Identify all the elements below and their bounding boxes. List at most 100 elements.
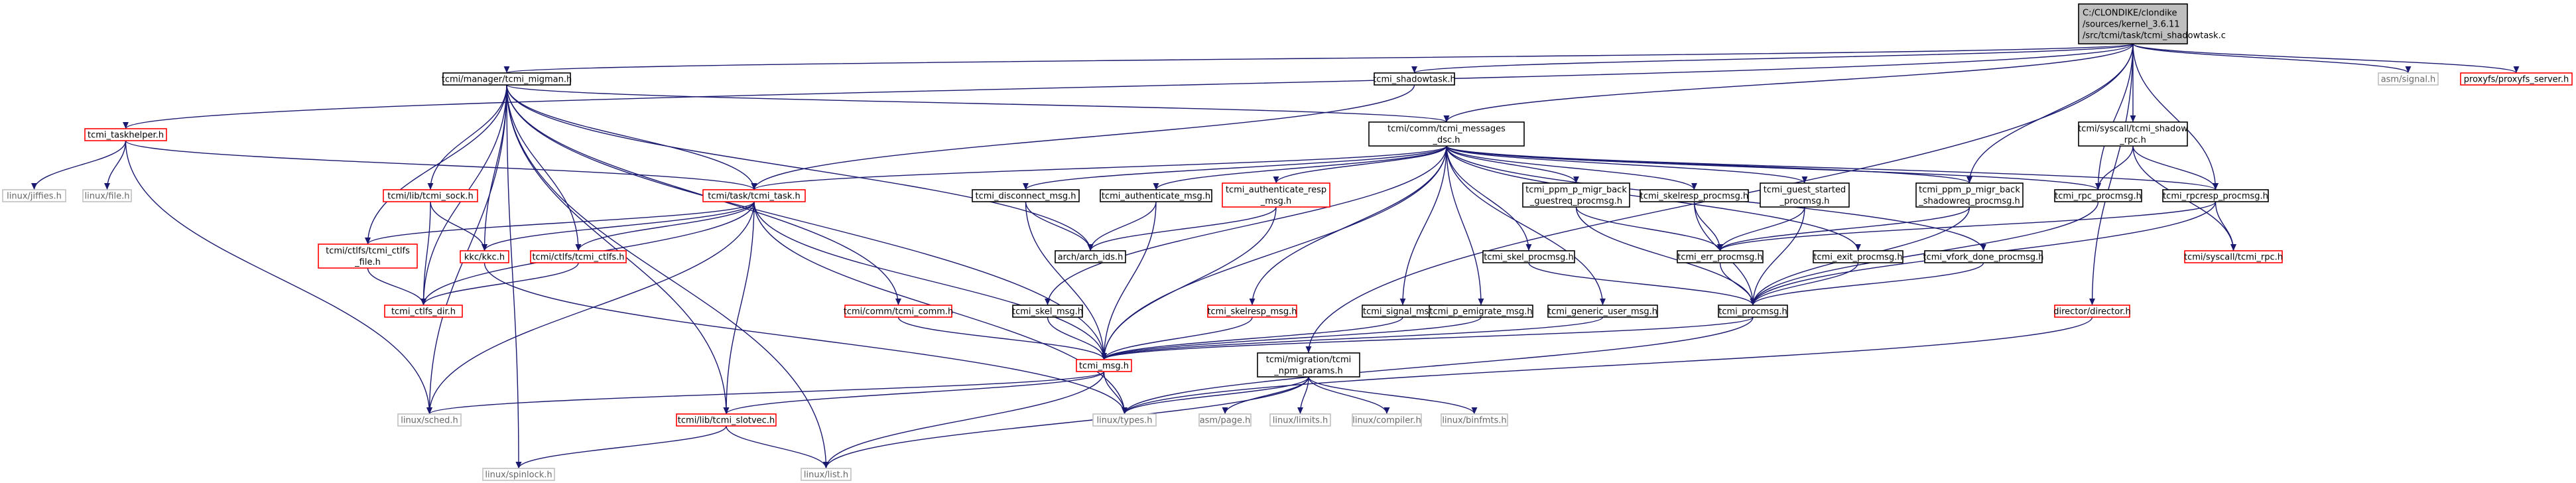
- node-box: [1269, 413, 1331, 427]
- node-sched: linux/sched.h: [397, 413, 462, 427]
- node-migman[interactable]: tcmi/manager/tcmi_migman.h: [442, 72, 572, 86]
- node-rpc-procmsg[interactable]: tcmi_rpc_procmsg.h: [2054, 189, 2142, 202]
- edge-shadowtask_h-to-tcmi_task: [751, 84, 1415, 190]
- node-guest-started[interactable]: tcmi_guest_started_procmsg.h: [1760, 182, 1850, 208]
- edge-auth_resp-to-tcmi_msg: [1101, 206, 1277, 360]
- node-box: [1222, 182, 1330, 208]
- node-tcmi-sock[interactable]: tcmi/lib/tcmi_sock.h: [383, 189, 478, 202]
- edge-tcmi_sock-to-kkc: [430, 201, 487, 251]
- node-messages-dsc[interactable]: tcmi/comm/tcmi_messages_dsc.h: [1368, 121, 1525, 147]
- edge-messages_dsc-to-auth_resp: [1273, 145, 1447, 184]
- node-ppm-guestreq[interactable]: tcmi_ppm_p_migr_back_guestreq_procmsg.h: [1522, 182, 1630, 208]
- edge-npm_params-to-binfmts: [1308, 376, 1478, 415]
- edge-messages_dsc-to-disconnect: [1023, 145, 1447, 190]
- node-arch-ids[interactable]: arch/arch_ids.h: [1055, 250, 1126, 263]
- edge-npm_params-to-limits: [1297, 376, 1309, 415]
- node-label: tcmi_err_procmsg.h: [1677, 253, 1762, 263]
- node-shadowtask-h[interactable]: tcmi_shadowtask.h: [1373, 72, 1456, 86]
- edge-npm_params-to-list: [823, 376, 1309, 469]
- node-label: tcmi/lib/tcmi_sock.h: [387, 192, 474, 202]
- node-box: [1915, 182, 2024, 208]
- edge-tcmi_msg-to-types: [1103, 371, 1127, 415]
- edge-tcmi_msg-to-slotvec: [723, 371, 1105, 415]
- node-ppm-shadowreq[interactable]: tcmi_ppm_p_migr_back_shadowreq_procmsg.h: [1915, 182, 2024, 208]
- edge-signal_msg-to-tcmi_msg: [1101, 316, 1403, 360]
- node-label: _shadowreq_procmsg.h: [1918, 196, 2020, 206]
- node-box: [844, 305, 952, 318]
- node-p-emigrate[interactable]: tcmi_p_emigrate_msg.h: [1429, 305, 1533, 318]
- node-ctlfs[interactable]: tcmi/ctlfs/tcmi_ctlfs.h: [530, 250, 627, 263]
- node-skel-msg[interactable]: tcmi_skel_msg.h: [1012, 305, 1083, 318]
- node-syscall-rpc[interactable]: tcmi/syscall/tcmi_rpc.h: [2184, 250, 2283, 263]
- node-box: [2184, 250, 2283, 263]
- node-label: tcmi_authenticate_msg.h: [1102, 192, 1210, 202]
- node-auth-resp[interactable]: tcmi_authenticate_resp_msg.h: [1222, 182, 1330, 208]
- edge-root-to-migman: [504, 43, 2134, 74]
- node-signal-msg[interactable]: tcmi_signal_msg.h: [1362, 305, 1444, 318]
- node-box: [2460, 72, 2573, 86]
- node-vfork[interactable]: tcmi_vfork_done_procmsg.h: [1923, 250, 2044, 263]
- node-box: [1374, 72, 1455, 86]
- node-box: [1100, 189, 1212, 202]
- node-box: [383, 189, 478, 202]
- node-asm-page: asm/page.h: [1198, 413, 1252, 427]
- edge-taskhelper-to-sched: [125, 140, 432, 415]
- node-label: tcmi_skelresp_msg.h: [1207, 307, 1297, 317]
- edge-npm_params-to-types: [1122, 376, 1309, 415]
- node-skel-proc[interactable]: tcmi_skel_procmsg.h: [1482, 250, 1575, 263]
- edge-authenticate-to-tcmi_msg: [1101, 201, 1157, 360]
- node-label: linux/spinlock.h: [485, 470, 552, 480]
- node-box: [1368, 121, 1525, 147]
- node-kkc[interactable]: kkc/kkc.h: [460, 250, 509, 263]
- edge-npm_params-to-compiler: [1308, 376, 1390, 415]
- node-tcmi-msg[interactable]: tcmi_msg.h: [1076, 359, 1132, 372]
- edge-taskhelper-to-tcmi_task: [125, 140, 757, 190]
- edge-ppm_guestreq-to-procmsg: [1575, 206, 1756, 306]
- node-tcmi-comm[interactable]: tcmi/comm/tcmi_comm.h: [844, 305, 954, 318]
- edge-tcmi_comm-to-tcmi_msg: [897, 316, 1107, 360]
- edge-messages_dsc-to-guest_started: [1446, 145, 1808, 184]
- node-ctlfs-dir[interactable]: tcmi_ctlfs_dir.h: [384, 305, 463, 318]
- node-npm-params[interactable]: tcmi/migration/tcmi_npm_params.h: [1257, 352, 1360, 378]
- node-skelresp-msg[interactable]: tcmi_skelresp_msg.h: [1207, 305, 1297, 318]
- node-box: [1640, 189, 1749, 202]
- node-proxyfs[interactable]: proxyfs/proxyfs_server.h: [2460, 72, 2573, 86]
- node-linux-file: linux/file.h: [82, 189, 132, 202]
- node-box: [397, 413, 462, 427]
- edge-tcmi_task-to-tcmi_msg: [753, 201, 1107, 360]
- node-label: tcmi_ppm_p_migr_back: [1525, 185, 1627, 195]
- node-slotvec[interactable]: tcmi/lib/tcmi_slotvec.h: [676, 413, 777, 427]
- node-skelresp-proc[interactable]: tcmi_skelresp_procmsg.h: [1640, 189, 1749, 202]
- node-exit-proc[interactable]: tcmi_exit_procmsg.h: [1813, 250, 1903, 263]
- node-tcmi-task[interactable]: tcmi/task/tcmi_task.h: [702, 189, 806, 202]
- node-rpcresp[interactable]: tcmi_rpcresp_procmsg.h: [2162, 189, 2269, 202]
- edge-skelresp_proc-to-err_proc: [1693, 201, 1723, 251]
- edge-rpcresp-to-syscall_rpc: [2215, 201, 2236, 251]
- node-label: arch/arch_ids.h: [1058, 253, 1124, 263]
- node-taskhelper[interactable]: tcmi_taskhelper.h: [84, 128, 167, 141]
- edge-messages_dsc-to-rpc_procmsg: [1446, 145, 2101, 190]
- node-authenticate[interactable]: tcmi_authenticate_msg.h: [1100, 189, 1212, 202]
- node-box: [972, 189, 1080, 202]
- node-director[interactable]: director/director.h: [2053, 305, 2131, 318]
- node-label: _rpc.h: [2119, 135, 2146, 145]
- node-generic-user[interactable]: tcmi_generic_user_msg.h: [1547, 305, 1658, 318]
- node-procmsg[interactable]: tcmi_procmsg.h: [1718, 305, 1788, 318]
- node-ctlfs-file[interactable]: tcmi/ctlfs/tcmi_ctlfs_file.h: [318, 243, 418, 269]
- edge-messages_dsc-to-signal_msg: [1399, 145, 1447, 306]
- node-box: [530, 250, 627, 263]
- edge-guest_started-to-procmsg: [1750, 206, 1805, 306]
- node-asm-signal: asm/signal.h: [2378, 72, 2439, 86]
- node-box: [482, 468, 555, 481]
- edge-migman-to-sched: [426, 84, 507, 415]
- node-syscall-shadow[interactable]: tcmi/syscall/tcmi_shadow_rpc.h: [2078, 121, 2188, 147]
- node-box: [2378, 72, 2439, 86]
- edge-tcmi_task-to-kkc: [482, 201, 755, 251]
- node-err-proc[interactable]: tcmi_err_procmsg.h: [1677, 250, 1764, 263]
- node-label: tcmi_skelresp_procmsg.h: [1640, 192, 1749, 202]
- node-disconnect[interactable]: tcmi_disconnect_msg.h: [972, 189, 1080, 202]
- node-box: [2078, 121, 2188, 147]
- node-box: [2, 189, 66, 202]
- node-label: tcmi/syscall/tcmi_rpc.h: [2184, 253, 2283, 263]
- node-label: tcmi/ctlfs/tcmi_ctlfs: [326, 246, 410, 256]
